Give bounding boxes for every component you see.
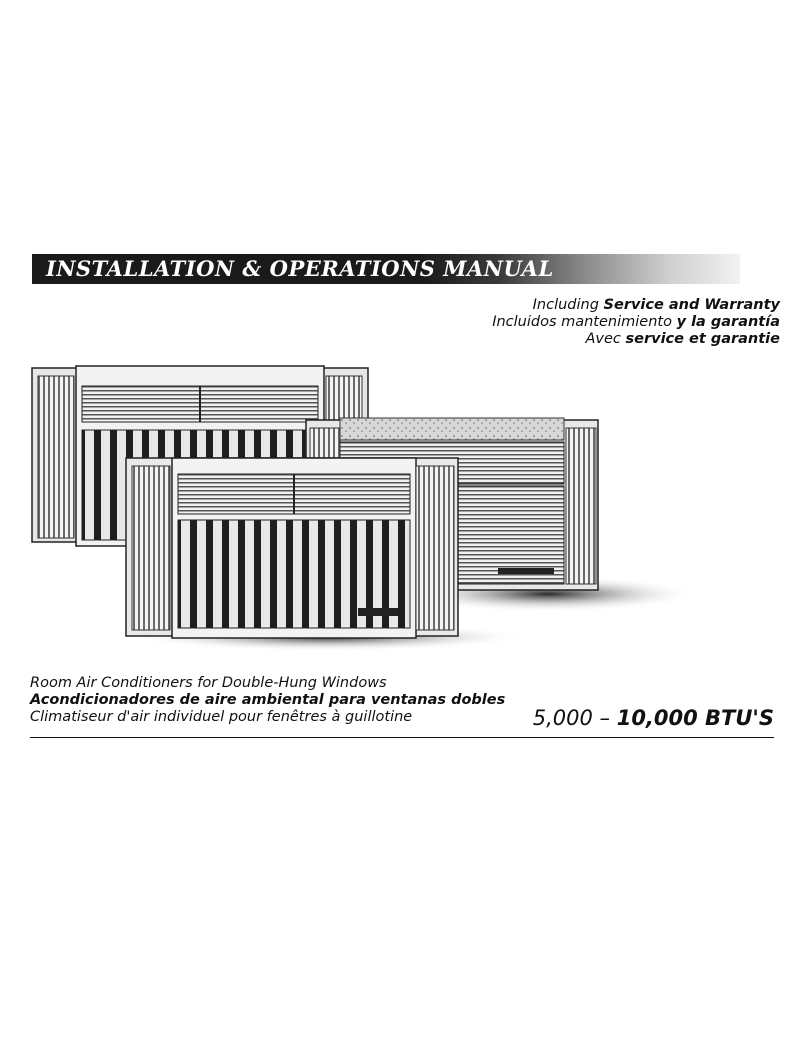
btu-range-value: 10,000 BTU'S <box>616 706 774 730</box>
title-banner: INSTALLATION & OPERATIONS MANUAL <box>32 254 740 284</box>
ac-unit-front <box>125 457 459 639</box>
subtitle-french: Avec service et garantie <box>492 331 780 348</box>
description-spanish: Acondicionadores de aire ambiental para … <box>30 692 506 708</box>
description-block: Room Air Conditioners for Double-Hung Wi… <box>30 675 505 726</box>
subtitle-english: Including Service and Warranty <box>492 297 780 314</box>
air-conditioner-illustration <box>31 365 698 651</box>
subtitle-spanish-regular: Incluidos mantenimiento <box>492 314 677 330</box>
btu-range: 5,000 – 10,000 BTU'S <box>533 706 774 730</box>
subtitle-french-bold: service et garantie <box>625 331 781 347</box>
subtitle-english-regular: Including <box>532 297 604 313</box>
subtitle-french-regular: Avec <box>585 331 626 347</box>
description-french: Climatiseur d'air individuel pour fenêtr… <box>30 709 413 725</box>
divider-rule <box>30 737 774 738</box>
btu-range-prefix: 5,000 – <box>532 706 617 730</box>
subtitle-block: Including Service and Warranty Incluidos… <box>492 297 780 348</box>
description-english: Room Air Conditioners for Double-Hung Wi… <box>30 675 387 691</box>
subtitle-spanish: Incluidos mantenimiento y la garantía <box>492 314 780 331</box>
subtitle-spanish-bold: y la garantía <box>676 314 780 330</box>
manual-title: INSTALLATION & OPERATIONS MANUAL <box>46 256 554 281</box>
subtitle-english-bold: Service and Warranty <box>603 297 780 313</box>
